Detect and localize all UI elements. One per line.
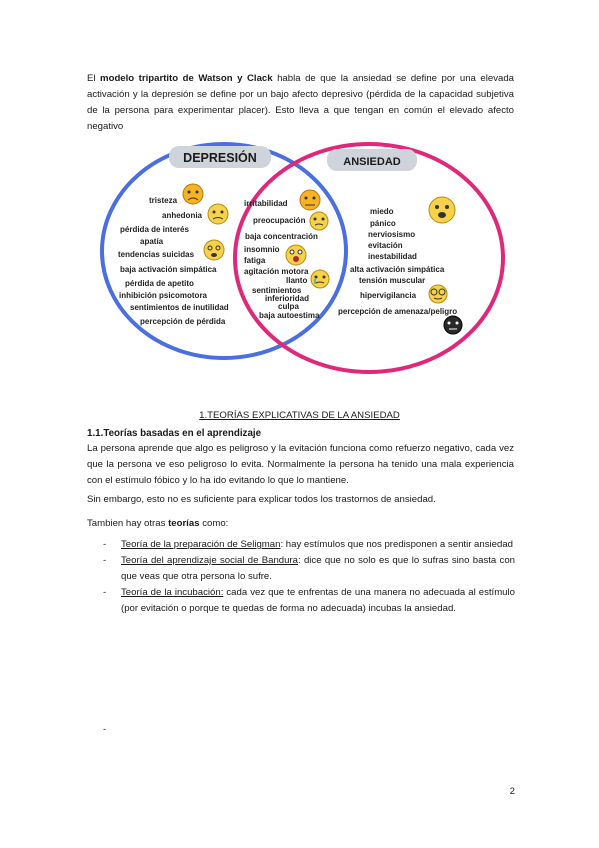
list-item: -Teoría de la preparación de Seligman: h… <box>103 539 514 550</box>
venn-diagram: DEPRESIÓN ANSIEDAD tristeza anhedonia pé… <box>100 142 505 374</box>
depresion-item: pérdida de interés <box>120 225 189 234</box>
common-item: irritabilidad <box>244 199 288 208</box>
intro-text-rest: habla de que la ansiedad se define por u… <box>87 73 515 132</box>
subsection-title: 1.1.Teorías basadas en el aprendizaje <box>87 428 262 439</box>
ansiedad-item: tensión muscular <box>359 276 425 285</box>
theories-list: -Teoría de la preparación de Seligman: h… <box>103 537 515 617</box>
common-item: preocupación <box>253 216 306 225</box>
irritated-face-icon <box>299 189 321 211</box>
depresion-item: tristeza <box>149 196 178 205</box>
depresion-banner <box>169 146 271 168</box>
theory-description: : hay estímulos que nos predisponen a se… <box>280 539 514 550</box>
depresion-title: DEPRESIÓN <box>183 150 257 165</box>
empty-list-item: - <box>103 724 107 735</box>
depresion-circle <box>100 142 348 360</box>
common-item: culpa <box>278 302 299 311</box>
shocked-face-icon <box>285 244 307 266</box>
theories-bold: teorías <box>168 518 200 529</box>
intro-text: El <box>87 73 101 84</box>
common-item: agitación motora <box>244 267 309 276</box>
depresion-item: tendencias suicidas <box>118 250 195 259</box>
depresion-item: baja activación simpática <box>120 265 217 274</box>
depresion-item: anhedonia <box>162 211 203 220</box>
list-item: -Teoría de la incubación: cada vez que t… <box>103 587 515 614</box>
ansiedad-banner <box>327 149 417 171</box>
theory-description: cada vez que te enfrentas de una manera … <box>121 587 515 614</box>
theory-name: Teoría de la incubación: <box>121 587 224 598</box>
ansiedad-item: hipervigilancia <box>360 291 417 300</box>
scared-face-icon <box>428 196 456 224</box>
ansiedad-item: evitación <box>368 241 403 250</box>
ansiedad-item: inestabilidad <box>368 252 417 261</box>
theory-description: : dice que no solo es que lo sufras sino… <box>121 555 515 582</box>
depresion-item: inhibición psicomotora <box>119 291 208 300</box>
depresion-item: sentimientos de inutilidad <box>130 303 229 312</box>
ansiedad-item: pánico <box>370 219 396 228</box>
theory-name: Teoría de la preparación de Seligman <box>121 539 281 550</box>
other-theories-text: Tambien hay otras <box>87 518 169 529</box>
ansiedad-circle <box>233 142 505 374</box>
section-title: 1.TEORÍAS EXPLICATIVAS DE LA ANSIEDAD <box>199 410 400 421</box>
depresion-item: apatía <box>140 237 164 246</box>
depresion-item: percepción de pérdida <box>140 317 226 326</box>
worried-face-icon <box>309 211 329 231</box>
paragraph-learning: La persona aprende que algo es peligroso… <box>87 443 514 486</box>
common-item: sentimientos <box>252 286 302 295</box>
paragraph-insufficient: Sin embargo, esto no es suficiente para … <box>87 494 436 505</box>
ansiedad-item: miedo <box>370 207 394 216</box>
depresion-item: pérdida de apetito <box>125 279 194 288</box>
paragraph-other-theories: Tambien hay otras teorías como: <box>87 516 514 532</box>
theory-name: Teoría del aprendizaje social de Bandura <box>121 555 298 566</box>
angry-face-icon <box>182 183 204 205</box>
common-item: baja concentración <box>245 232 318 241</box>
intro-paragraph: El modelo tripartito de Watson y Clack h… <box>87 71 514 135</box>
sad-face-icon <box>207 203 229 225</box>
common-item: fatiga <box>244 256 266 265</box>
list-item: -Teoría del aprendizaje social de Bandur… <box>103 555 515 582</box>
ansiedad-title: ANSIEDAD <box>343 156 401 168</box>
ansiedad-item: alta activación simpática <box>350 265 445 274</box>
crying-face-icon <box>310 269 330 289</box>
common-item: llanto <box>286 276 307 285</box>
page-number: 2 <box>509 786 515 797</box>
ansiedad-item: nerviosismo <box>368 230 415 239</box>
model-name: modelo tripartito de Watson y Clack <box>100 73 273 84</box>
common-item: baja autoestima <box>259 311 320 320</box>
ansiedad-item: percepción de amenaza/peligro <box>338 307 457 316</box>
nerd-face-icon <box>428 284 448 304</box>
common-item: inferioridad <box>265 294 309 303</box>
dizzy-face-icon <box>203 239 225 261</box>
common-item: insomnio <box>244 245 280 254</box>
angry-dark-face-icon <box>443 315 463 335</box>
other-theories-end: como: <box>199 518 229 529</box>
